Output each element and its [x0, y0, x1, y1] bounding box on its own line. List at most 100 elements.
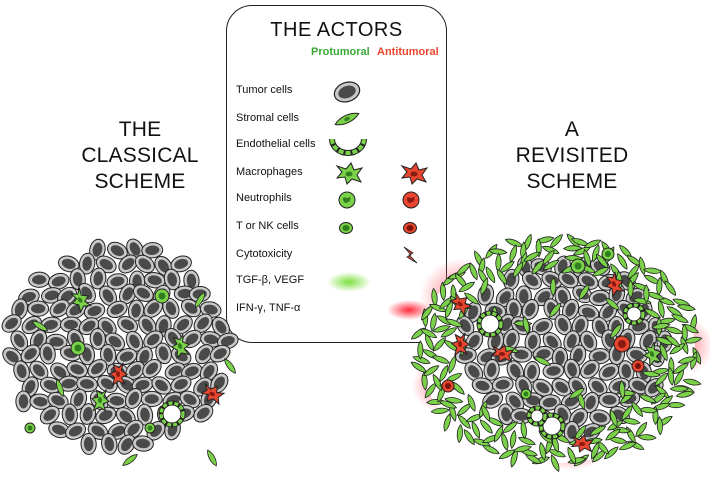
blood-vessel — [622, 302, 646, 326]
tumor-cell — [39, 342, 56, 365]
stromal-cell — [423, 365, 440, 377]
legend-label-red-cytokines: IFN-γ, TNF-α — [236, 302, 301, 314]
tumor-cell — [106, 300, 128, 319]
tumor-cell — [10, 330, 29, 352]
tumor-cell — [483, 358, 500, 381]
stromal-cell — [608, 437, 628, 444]
tumor-cell — [100, 344, 117, 366]
stromal-cell — [440, 281, 447, 301]
stromal-cell — [509, 429, 517, 450]
red-cytokine-glow — [387, 300, 431, 320]
stromal-cell — [547, 449, 566, 458]
stromal-cell — [638, 394, 657, 403]
tumor-cell — [141, 242, 164, 259]
classical-tumor-scene — [1, 234, 239, 467]
tumor-cell — [66, 360, 88, 378]
stromal-cell — [677, 356, 697, 364]
stromal-cell — [488, 248, 508, 255]
macrophage-protumoral-icon — [335, 162, 364, 185]
green-cytokine-glow — [327, 272, 371, 292]
tumor-cell — [11, 298, 28, 320]
tumor-cell — [118, 283, 137, 305]
stromal-cell — [433, 337, 447, 352]
tumor-cell — [65, 422, 87, 440]
blood-vessel — [526, 405, 548, 427]
tumor-cell — [482, 391, 504, 409]
stromal-cell — [438, 400, 458, 409]
neutrophil-protumoral — [154, 288, 170, 304]
protumoral-column-label: Protumoral — [311, 46, 370, 58]
tumor-cell — [117, 434, 136, 455]
tumor-cell — [1, 314, 22, 333]
stromal-cell — [643, 308, 662, 319]
tumor-cell — [173, 315, 193, 335]
neutrophil-protumoral — [70, 340, 86, 356]
stromal-cell — [420, 328, 438, 338]
stromal-cell — [456, 403, 472, 416]
classical-title-line-3: SCHEME — [94, 170, 186, 193]
stromal-cell — [567, 446, 576, 465]
revisited-scheme-title: A REVISITED SCHEME — [492, 117, 652, 195]
tumor-cell — [195, 344, 214, 365]
tumor-cell — [531, 317, 553, 336]
legend-label-cytotoxicity: Cytotoxicity — [236, 248, 293, 260]
antitumoral-column-label: Antitumoral — [377, 46, 439, 58]
tcell-protumoral — [24, 422, 36, 434]
stromal-cell — [637, 434, 657, 441]
stromal-cell — [458, 281, 476, 292]
tumor-cell — [117, 315, 139, 334]
macrophage-antitumoral — [200, 383, 226, 406]
tumor-cell — [126, 238, 144, 260]
stromal-cell — [424, 382, 437, 399]
stromal-cell — [589, 425, 607, 436]
stromal-cell — [444, 397, 464, 404]
stromal-cell — [669, 343, 686, 355]
stromal-cell — [522, 315, 530, 335]
stromal-cell — [643, 284, 650, 304]
tcell-protumoral — [144, 422, 156, 434]
stromal-cell — [472, 438, 491, 447]
tumor-cell — [15, 390, 32, 413]
stromal-cell — [412, 356, 431, 364]
stromal-cell — [550, 276, 557, 297]
blood-vessel — [158, 400, 186, 428]
macrophage-antitumoral-icon — [400, 162, 429, 185]
stromal-cell — [671, 314, 689, 323]
macrophage-antitumoral — [108, 362, 129, 387]
tumor-cell — [20, 344, 41, 364]
stromal-cell — [690, 351, 698, 371]
tumor-cell — [29, 360, 49, 381]
tumor-cell — [132, 284, 154, 303]
stromal-cell — [502, 421, 518, 434]
stromal-cell — [638, 256, 646, 276]
tumor-cell — [21, 315, 42, 335]
stromal-cell — [631, 401, 644, 418]
legend-label-macrophages: Macrophages — [236, 166, 303, 178]
cytotoxicity-bolt-icon — [403, 246, 418, 264]
tumor-cell — [140, 390, 163, 408]
stromal-cell — [493, 425, 504, 443]
tumor-cell — [123, 419, 144, 439]
stromal-cell — [656, 416, 663, 436]
stromal-cell — [512, 261, 523, 279]
tumor-cell — [580, 359, 600, 379]
legend-label-neutrophils: Neutrophils — [236, 192, 292, 204]
tumor-cell — [554, 314, 572, 336]
tumor-cell — [80, 433, 97, 455]
stromal-cell — [122, 454, 138, 466]
tumor-cell — [521, 298, 539, 321]
stromal-cell — [481, 404, 491, 422]
stromal-cell — [421, 371, 428, 391]
tumor-cell — [465, 331, 484, 352]
tumor-cell — [571, 314, 589, 337]
stromal-cell — [609, 409, 618, 428]
blood-vessel — [538, 412, 566, 440]
stromal-cell — [618, 441, 637, 451]
stromal-cell — [485, 266, 496, 284]
t-nk-cell-antitumoral-icon — [403, 222, 417, 234]
stromal-cell — [654, 372, 669, 387]
macrophage-antitumoral — [490, 344, 515, 363]
tumor-cell — [464, 361, 484, 382]
stromal-cell — [549, 302, 562, 318]
tumor-cell — [579, 330, 598, 352]
